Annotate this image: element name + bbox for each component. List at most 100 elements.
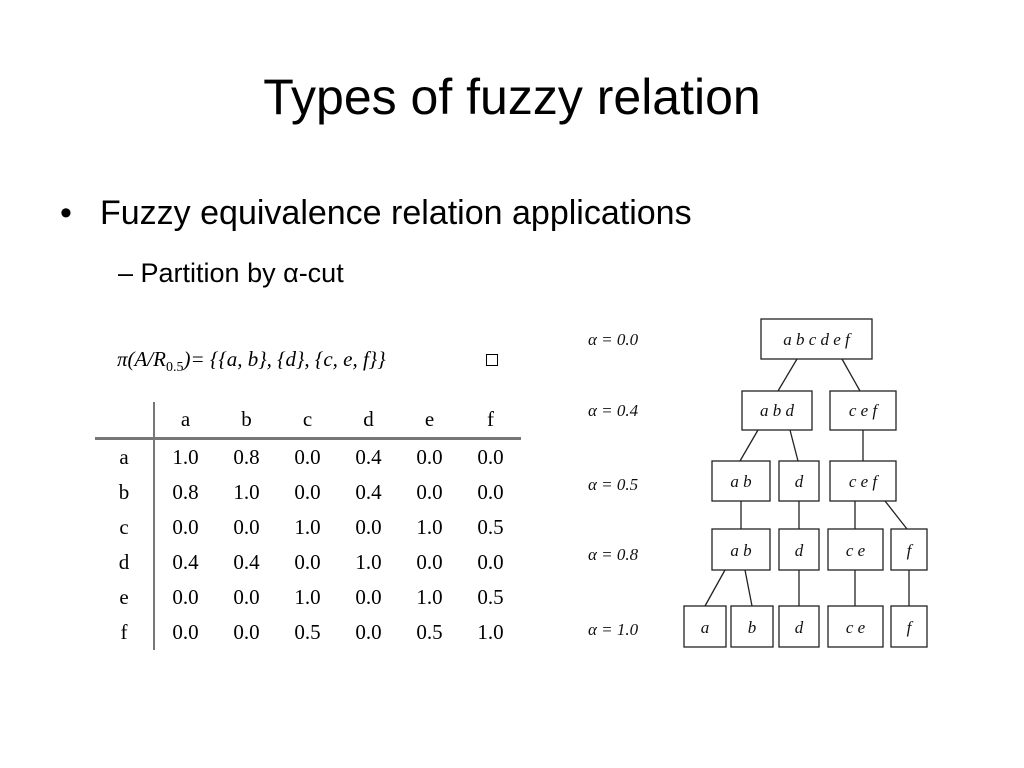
tree-node-label: a b [730, 541, 751, 560]
matrix-row-header: e [95, 580, 155, 615]
matrix-row-header: c [95, 510, 155, 545]
matrix-cell: 0.8 [172, 480, 199, 504]
matrix-cell: 0.0 [477, 445, 504, 469]
matrix-corner [95, 402, 155, 440]
tree-node-box [778, 460, 820, 502]
matrix-row-header: d [95, 545, 155, 580]
tree-node-label: d [795, 472, 804, 491]
matrix-col-header: b [216, 402, 277, 440]
matrix-cell: 0.8 [233, 445, 260, 469]
slide-title: Types of fuzzy relation [263, 69, 761, 125]
matrix-cell: 1.0 [294, 585, 321, 609]
matrix-cell: 0.0 [294, 550, 321, 574]
alpha-level-label: α = 0.8 [588, 545, 639, 564]
tree-node-label: a b d [760, 401, 795, 420]
matrix-cell: 0.0 [416, 480, 443, 504]
tree-node-label: d [795, 541, 804, 560]
matrix-col-header: f [460, 402, 521, 440]
matrix-row: c 0.0 0.0 1.0 0.0 1.0 0.5 [95, 510, 521, 545]
matrix-row: e 0.0 0.0 1.0 0.0 1.0 0.5 [95, 580, 521, 615]
tree-edge [744, 569, 753, 607]
matrix-cell: 1.0 [477, 620, 504, 644]
matrix-cell: 0.0 [416, 550, 443, 574]
bullet-item: • Fuzzy equivalence relation applications [60, 190, 692, 236]
matrix-cell: 0.0 [294, 445, 321, 469]
tree-node-box [778, 605, 820, 648]
tree-node-box [827, 605, 884, 648]
tree-node-box [730, 605, 774, 648]
matrix-cell: 0.5 [294, 620, 321, 644]
partition-formula: π(A/R0.5)= {{a, b}, {d}, {c, e, f}} [117, 341, 386, 386]
matrix-cell: 1.0 [233, 480, 260, 504]
matrix-cell: 0.0 [294, 480, 321, 504]
tree-node-box [890, 605, 928, 648]
partition-lhs: π(A/R [117, 347, 167, 371]
matrix-cell: 1.0 [294, 515, 321, 539]
matrix-cell: 0.0 [355, 620, 382, 644]
tree-edge [777, 358, 798, 392]
matrix-cell: 0.0 [233, 515, 260, 539]
tree-node-box [827, 528, 884, 571]
tree-edge [884, 500, 908, 530]
matrix-header-row: a b c d e f [95, 402, 521, 440]
partition-rhs: )= {{a, b}, {d}, {c, e, f}} [183, 347, 386, 371]
matrix-cell: 1.0 [355, 550, 382, 574]
tree-node-box [829, 460, 897, 502]
tree-node-label: f [907, 618, 914, 637]
alpha-level-label: α = 0.4 [588, 401, 639, 420]
alpha-cut-tree-diagram: α = 0.0 α = 0.4 α = 0.5 α = 0.8 α = 1.0 … [588, 318, 928, 648]
matrix-cell: 0.5 [477, 585, 504, 609]
tree-node-box [741, 390, 813, 431]
matrix-row-header: f [95, 615, 155, 650]
matrix-cell: 0.0 [172, 515, 199, 539]
partition-subscript: 0.5 [166, 360, 184, 376]
tree-edge [841, 358, 861, 392]
matrix-cell: 0.0 [477, 480, 504, 504]
matrix-cell: 0.4 [355, 480, 382, 504]
tree-edge [704, 569, 726, 607]
tree-node-label: c e [846, 541, 866, 560]
tree-node-box [711, 528, 771, 571]
tree-node-box [760, 318, 873, 360]
tree-edge [739, 429, 759, 462]
tree-node-label: d [795, 618, 804, 637]
matrix-cell: 0.0 [477, 550, 504, 574]
relation-matrix: a b c d e f a 1.0 0.8 0.0 0.4 0.0 0.0 b … [95, 402, 521, 650]
tree-node-label: c e f [849, 401, 880, 420]
matrix-row-header: b [95, 475, 155, 510]
matrix-col-header: e [399, 402, 460, 440]
matrix-row: b 0.8 1.0 0.0 0.4 0.0 0.0 [95, 475, 521, 510]
matrix-cell: 1.0 [416, 585, 443, 609]
matrix-cell: 0.0 [233, 585, 260, 609]
bullet-text: Fuzzy equivalence relation applications [100, 194, 692, 232]
matrix-cell: 0.0 [233, 620, 260, 644]
tree-node-label: a [701, 618, 710, 637]
matrix-col-header: d [338, 402, 399, 440]
matrix-col-header: a [154, 402, 216, 440]
matrix-cell: 0.0 [172, 585, 199, 609]
matrix-cell: 0.5 [416, 620, 443, 644]
tree-node-label: c e [846, 618, 866, 637]
matrix-cell: 1.0 [416, 515, 443, 539]
tree-node-label: c e f [849, 472, 880, 491]
alpha-level-label: α = 1.0 [588, 620, 639, 639]
matrix-cell: 0.0 [172, 620, 199, 644]
matrix-row: f 0.0 0.0 0.5 0.0 0.5 1.0 [95, 615, 521, 650]
tree-node-box [683, 605, 727, 648]
matrix-col-header: c [277, 402, 338, 440]
tree-node-box [890, 528, 928, 571]
alpha-level-label: α = 0.0 [588, 330, 639, 349]
matrix-row: a 1.0 0.8 0.0 0.4 0.0 0.0 [95, 438, 521, 475]
end-of-proof-square-icon [486, 354, 498, 366]
tree-node-label: b [748, 618, 757, 637]
matrix-cell: 1.0 [172, 445, 199, 469]
tree-node-label: a b [730, 472, 751, 491]
matrix-cell: 0.5 [477, 515, 504, 539]
matrix-cell: 0.0 [355, 585, 382, 609]
bullet-dot: • [60, 194, 72, 232]
matrix-cell: 0.0 [355, 515, 382, 539]
tree-node-label: f [907, 541, 914, 560]
tree-node-box [829, 390, 897, 431]
tree-node-box [778, 528, 820, 571]
tree-node-box [711, 460, 771, 502]
